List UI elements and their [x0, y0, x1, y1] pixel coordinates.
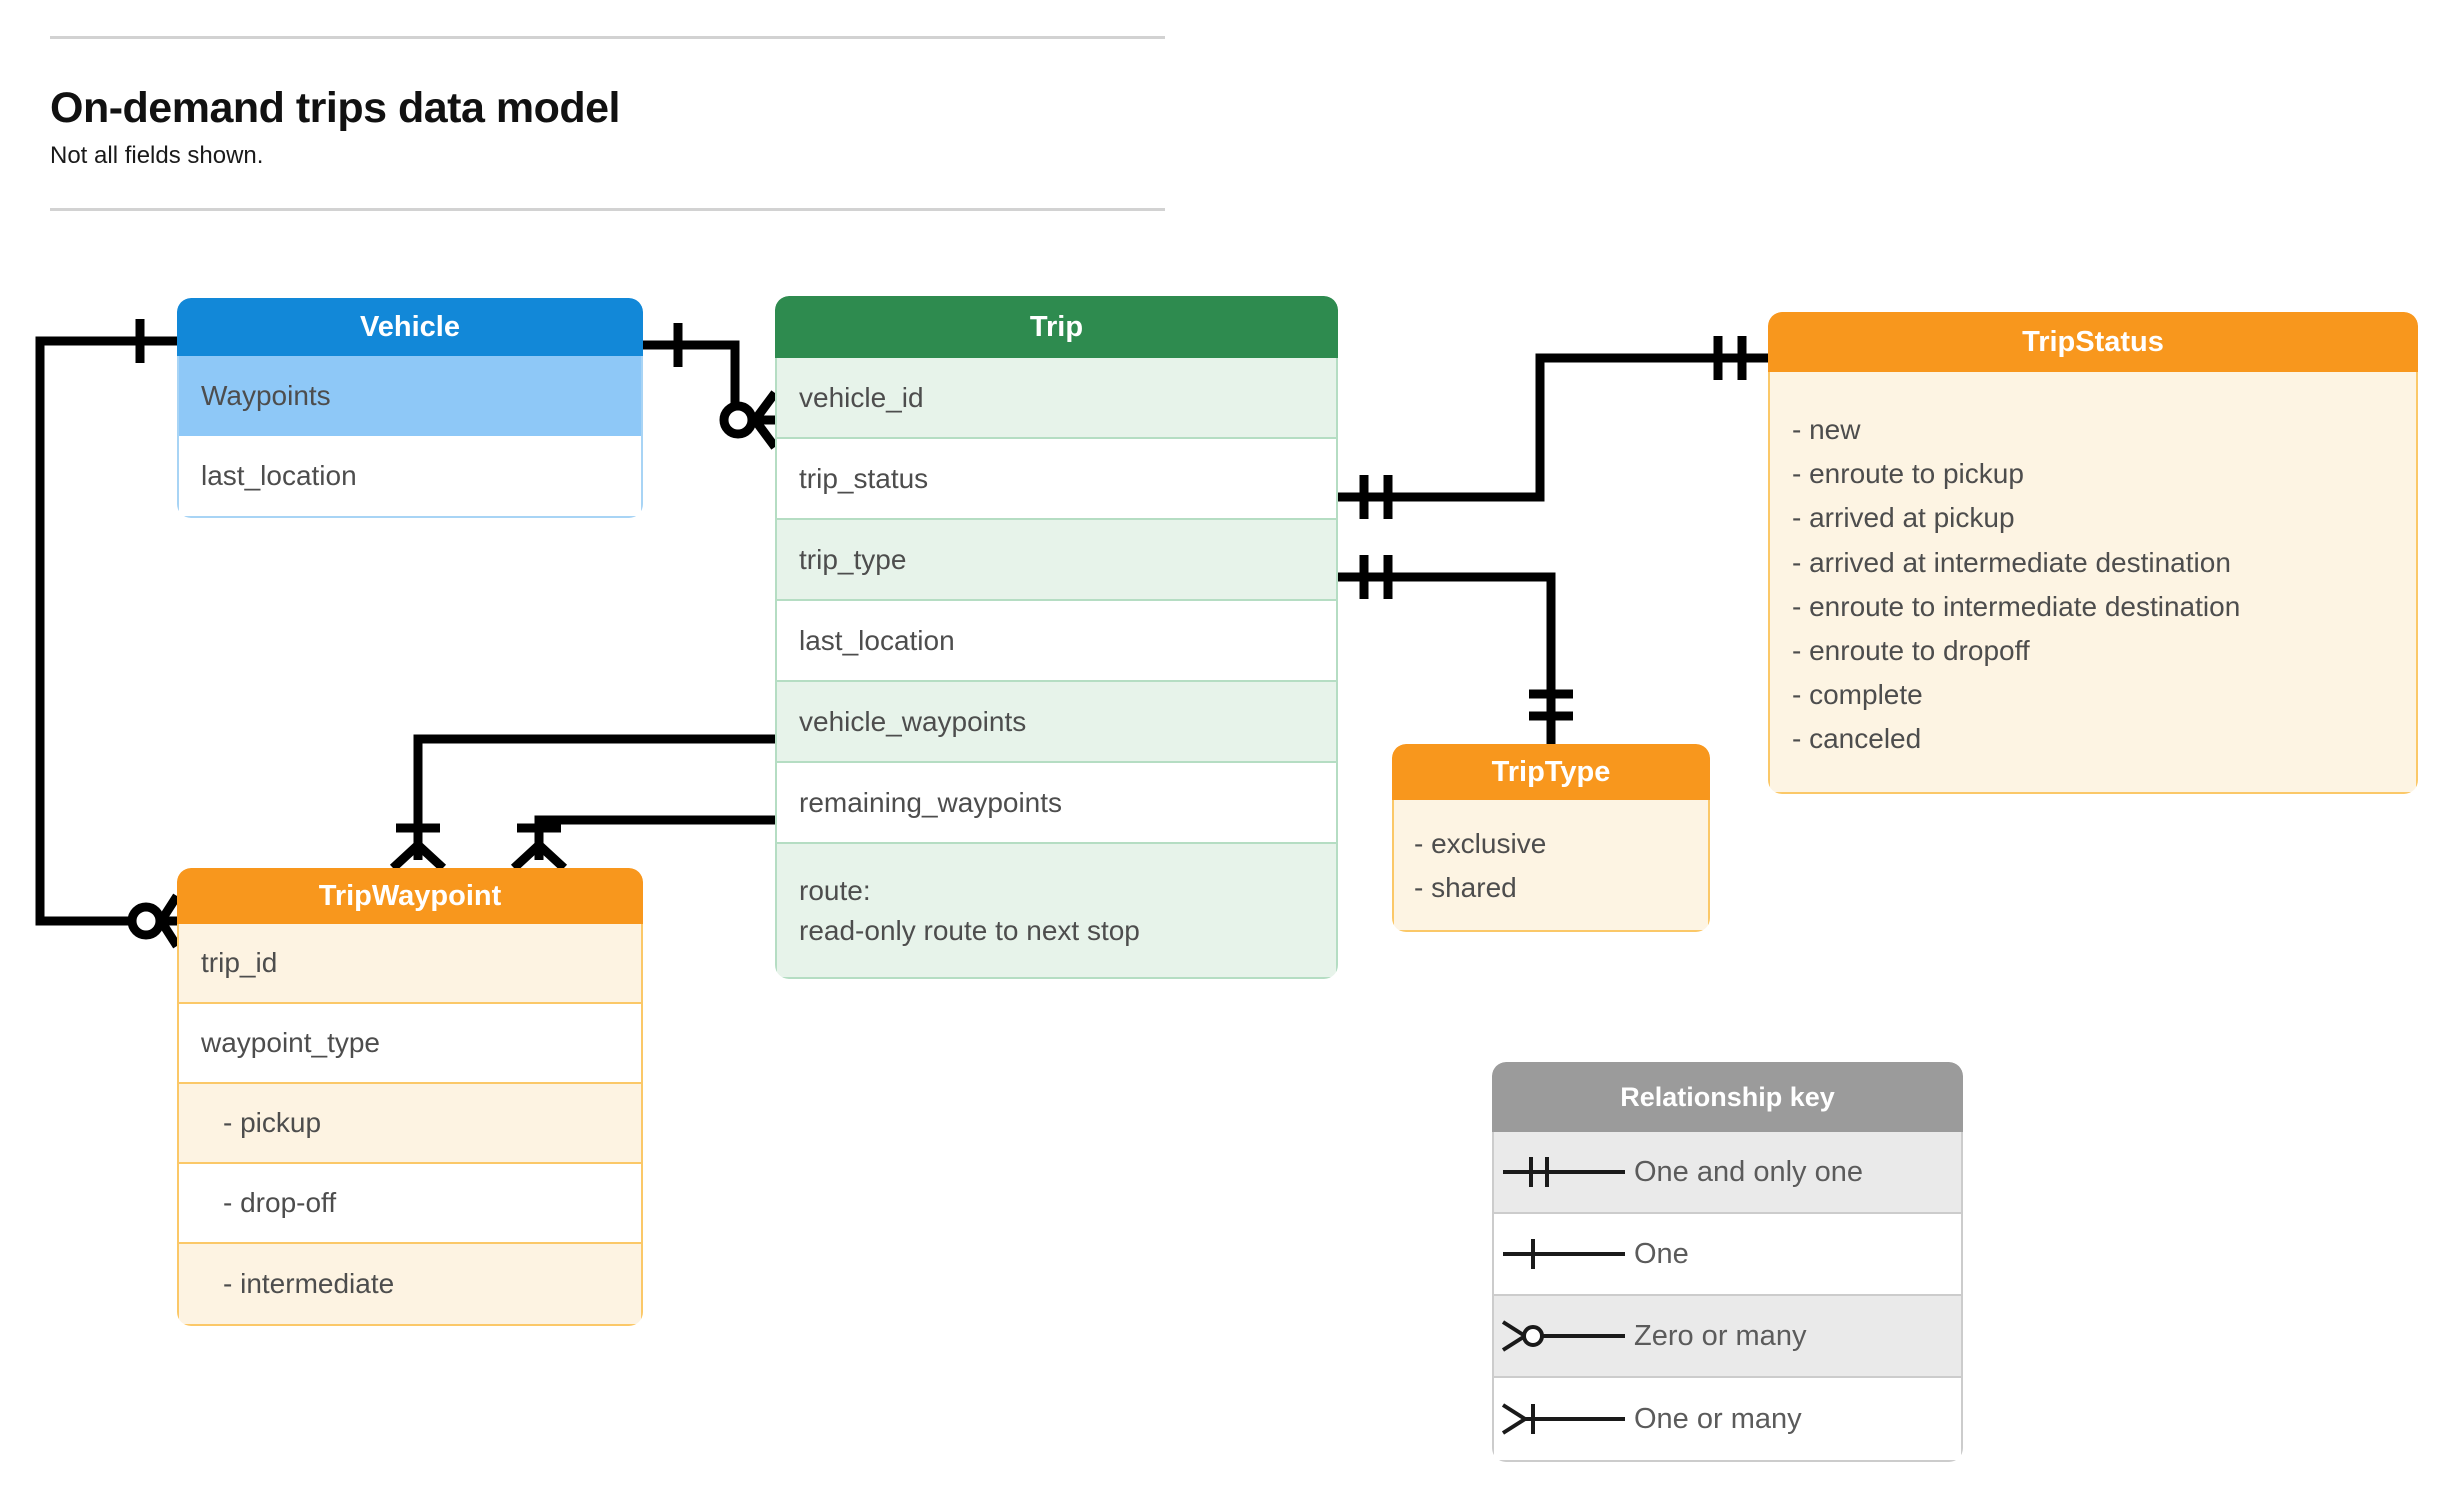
enum-value: - enroute to dropoff	[1792, 634, 2030, 666]
field-row[interactable]: vehicle_id	[777, 358, 1336, 439]
enum-value: - enroute to pickup	[1792, 458, 2024, 490]
legend-label: One or many	[1634, 1402, 1802, 1435]
entity-triptype[interactable]: TripType - exclusive - shared	[1392, 744, 1710, 933]
page-subtitle: Not all fields shown.	[50, 142, 264, 170]
enum-value: - new	[1792, 414, 1861, 445]
legend-title: Relationship key	[1492, 1062, 1963, 1132]
field-row[interactable]: remaining_waypoints	[777, 763, 1336, 844]
route-description: read-only route to next stop	[799, 914, 1140, 946]
enum-value: - enroute to intermediate destination	[1792, 590, 2241, 622]
entity-tripstatus-title: TripStatus	[1768, 312, 2418, 372]
legend-label: Zero or many	[1634, 1319, 1807, 1352]
header-rule-top	[50, 36, 1165, 39]
entity-tripstatus[interactable]: TripStatus - new - enroute to pickup - a…	[1768, 312, 2418, 794]
field-row-route[interactable]: route: read-only route to next stop	[777, 844, 1336, 977]
field-row[interactable]: Waypoints	[179, 356, 641, 436]
entity-vehicle-title: Vehicle	[177, 298, 643, 356]
relationship-key-legend: Relationship key One and only one	[1492, 1062, 1963, 1462]
field-row[interactable]: last_location	[179, 436, 641, 516]
field-row[interactable]: last_location	[777, 601, 1336, 682]
legend-row: One or many	[1494, 1378, 1961, 1460]
route-label: route:	[799, 874, 871, 906]
field-row[interactable]: waypoint_type	[179, 1004, 641, 1084]
connector-trip-tripstatus	[1338, 353, 1768, 502]
legend-row: Zero or many	[1494, 1296, 1961, 1378]
entity-tripwaypoint-title: TripWaypoint	[177, 868, 643, 924]
legend-body: One and only one One	[1492, 1132, 1963, 1462]
legend-row: One	[1494, 1214, 1961, 1296]
header-rule-bottom	[50, 208, 1165, 211]
field-row[interactable]: - intermediate	[179, 1244, 641, 1324]
field-row[interactable]: vehicle_waypoints	[777, 682, 1336, 763]
legend-label: One	[1634, 1237, 1689, 1270]
entity-tripwaypoint[interactable]: TripWaypoint trip_id waypoint_type - pic…	[177, 868, 643, 1326]
field-row[interactable]: trip_id	[179, 924, 641, 1004]
entity-tripstatus-body: - new - enroute to pickup - arrived at p…	[1768, 372, 2418, 794]
connector-vehicle-trip	[643, 340, 760, 425]
field-row[interactable]: trip_status	[777, 439, 1336, 520]
legend-row: One and only one	[1494, 1132, 1961, 1214]
entity-trip[interactable]: Trip vehicle_id trip_status trip_type la…	[775, 296, 1338, 979]
zero-or-many-icon	[1494, 1316, 1634, 1356]
page-header: On-demand trips data model Not all field…	[50, 36, 1165, 170]
entity-tripwaypoint-body: trip_id waypoint_type - pickup - drop-of…	[177, 924, 643, 1326]
one-icon	[1494, 1234, 1634, 1274]
entity-trip-title: Trip	[775, 296, 1338, 358]
page-title: On-demand trips data model	[50, 84, 620, 132]
entity-trip-body: vehicle_id trip_status trip_type last_lo…	[775, 358, 1338, 979]
legend-label: One and only one	[1634, 1155, 1863, 1188]
enum-value: - arrived at intermediate destination	[1792, 546, 2231, 578]
one-and-only-one-icon	[1494, 1152, 1634, 1192]
one-or-many-icon	[1494, 1399, 1634, 1439]
entity-triptype-body: - exclusive - shared	[1392, 800, 1710, 933]
field-row[interactable]: trip_type	[777, 520, 1336, 601]
field-row[interactable]: - drop-off	[179, 1164, 641, 1244]
field-row[interactable]: - pickup	[179, 1084, 641, 1164]
entity-vehicle-body: Waypoints last_location	[177, 356, 643, 518]
connector-vehicle-waypoints-tripwaypoint	[35, 336, 177, 926]
enum-value: - complete	[1792, 679, 1923, 711]
entity-triptype-title: TripType	[1392, 744, 1710, 800]
enum-value: - exclusive	[1414, 828, 1547, 859]
enum-value: - arrived at pickup	[1792, 502, 2015, 534]
entity-vehicle[interactable]: Vehicle Waypoints last_location	[177, 298, 643, 518]
connector-trip-triptype	[1338, 572, 1556, 744]
enum-value: - shared	[1414, 872, 1517, 904]
enum-value: - canceled	[1792, 723, 1922, 755]
